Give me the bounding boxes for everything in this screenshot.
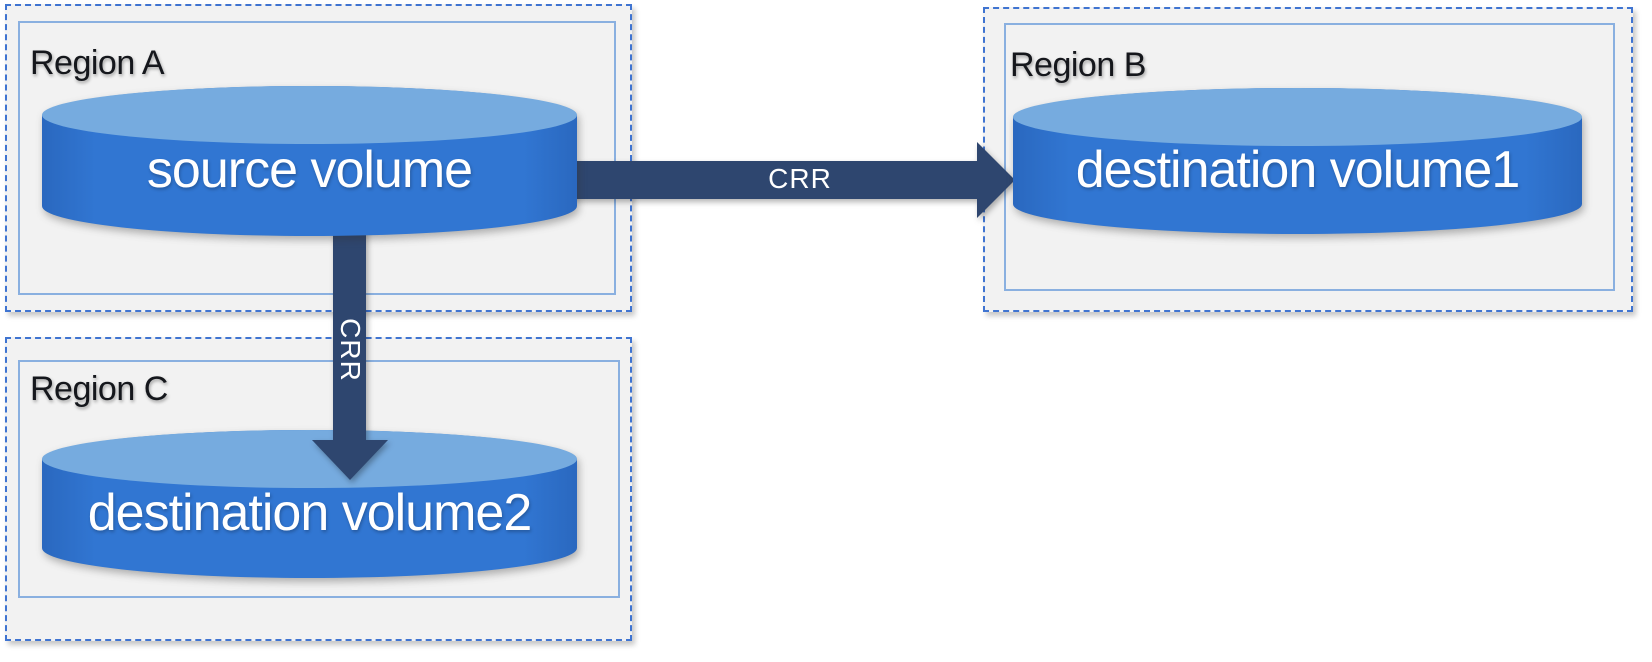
- region-b-label: Region B: [1010, 46, 1146, 84]
- region-c-label: Region C: [30, 370, 168, 408]
- destination-volume2-cylinder: destination volume2: [42, 430, 577, 578]
- arrowhead-right-icon: [977, 142, 1015, 218]
- crr-arrow-horizontal-label: CRR: [768, 163, 832, 194]
- destination-volume2-label: destination volume2: [87, 484, 533, 542]
- crr-arrow-vertical-shaft: [333, 228, 366, 440]
- source-volume-label: source volume: [146, 141, 473, 199]
- region-c-inner-border: [18, 360, 620, 598]
- destination-volume1-cylinder: destination volume1: [1013, 88, 1582, 234]
- source-volume-cylinder: source volume: [42, 86, 577, 236]
- cylinder-top-ellipse: [42, 86, 577, 144]
- destination-volume1-label: destination volume1: [1075, 141, 1521, 199]
- crr-arrow-vertical-label: CRR: [335, 318, 366, 382]
- cylinder-top-ellipse: [42, 430, 577, 488]
- region-a-label: Region A: [30, 44, 165, 82]
- arrowhead-down-icon: [312, 440, 388, 480]
- cylinder-top-ellipse: [1013, 88, 1582, 146]
- crr-arrow-horizontal-shaft: [560, 161, 977, 199]
- region-a-inner-border: [18, 21, 616, 295]
